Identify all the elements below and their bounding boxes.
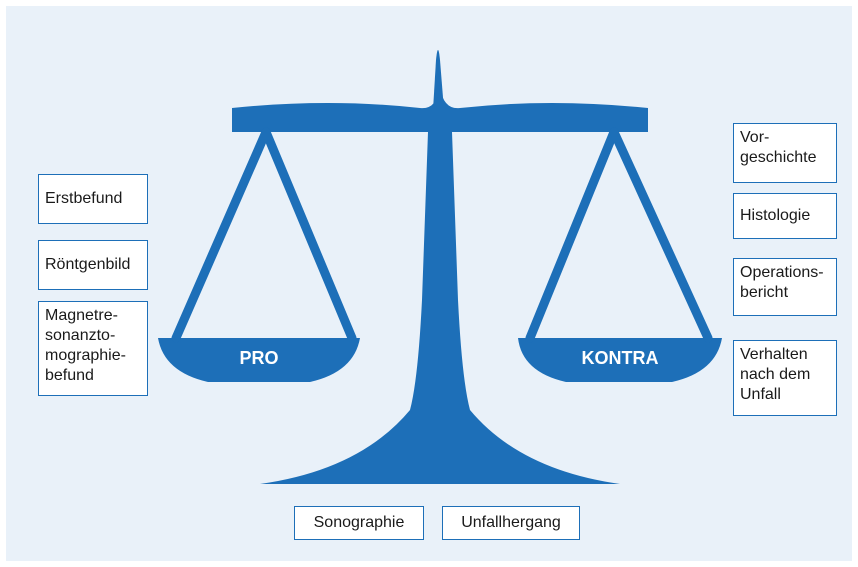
- bottom-item-sonographie: Sonographie: [294, 506, 424, 540]
- right-pan: [518, 338, 722, 382]
- pro-item-mrt-befund: Magnetre- sonanzto- mographie- befund: [38, 301, 148, 396]
- kontra-item-vorgeschichte: Vor- geschichte: [733, 123, 837, 183]
- left-pan: [158, 338, 360, 382]
- left-pan-chain-left: [171, 127, 271, 343]
- kontra-item-histologie: Histologie: [733, 193, 837, 239]
- scale-beam: [232, 88, 648, 132]
- bottom-item-unfallhergang: Unfallhergang: [442, 506, 580, 540]
- pro-item-roentgenbild: Röntgenbild: [38, 240, 148, 290]
- pro-label: PRO: [239, 348, 278, 368]
- kontra-item-operationsbericht: Operations- bericht: [733, 258, 837, 316]
- right-pan-chain-right: [609, 127, 713, 343]
- kontra-label: KONTRA: [582, 348, 659, 368]
- kontra-item-verhalten-nach-unfall: Verhalten nach dem Unfall: [733, 340, 837, 416]
- scale-column-base: [260, 132, 620, 484]
- pro-item-erstbefund: Erstbefund: [38, 174, 148, 224]
- left-pan-chain-right: [261, 127, 357, 343]
- right-pan-chain-left: [525, 127, 619, 343]
